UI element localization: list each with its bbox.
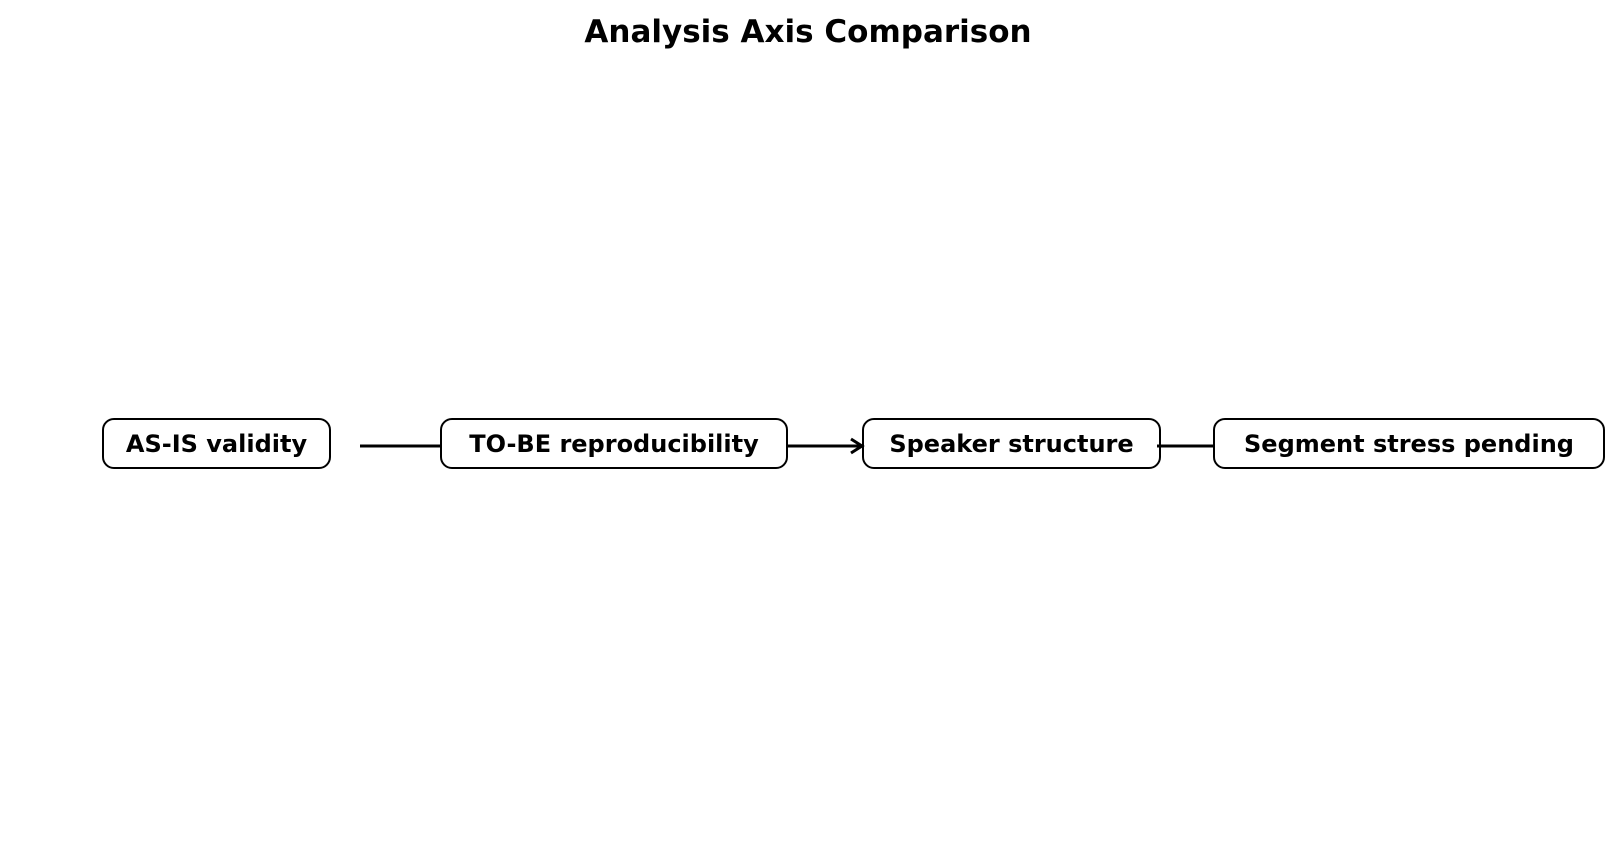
node-label: TO-BE reproducibility xyxy=(469,429,759,458)
node-to-be-reproducibility: TO-BE reproducibility xyxy=(440,418,788,469)
node-segment-stress-pending: Segment stress pending xyxy=(1213,418,1605,469)
node-label: Speaker structure xyxy=(889,429,1134,458)
node-as-is-validity: AS-IS validity xyxy=(102,418,331,469)
diagram-title: Analysis Axis Comparison xyxy=(584,14,1032,50)
node-label: AS-IS validity xyxy=(125,429,308,458)
node-speaker-structure: Speaker structure xyxy=(862,418,1161,469)
node-label: Segment stress pending xyxy=(1244,429,1574,458)
